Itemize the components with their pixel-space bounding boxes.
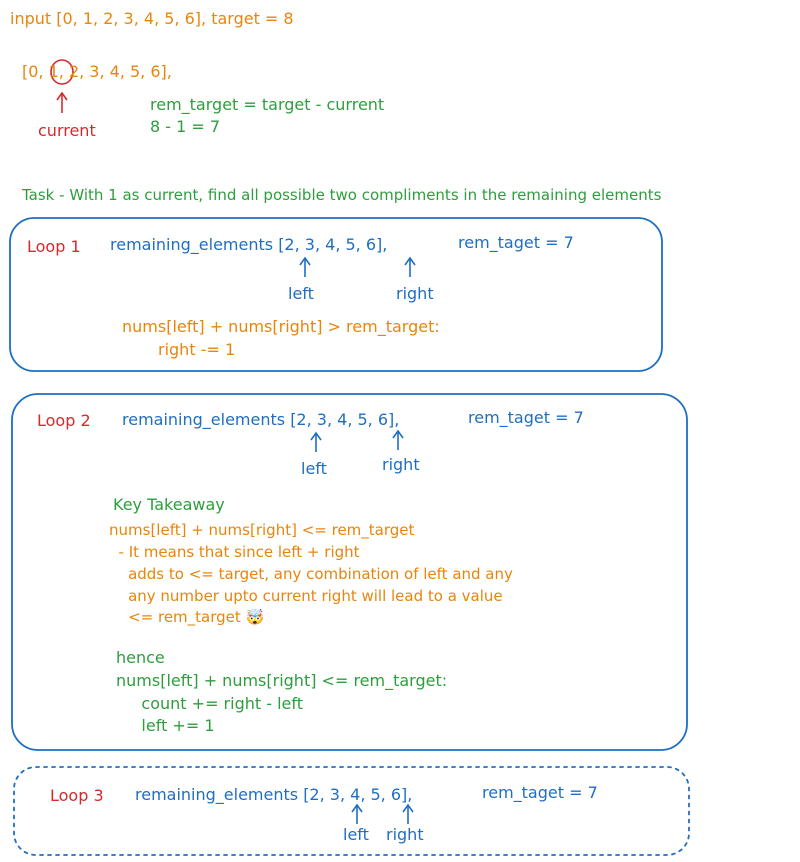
loop3-left-arrow (351, 803, 363, 824)
loop3-box (13, 766, 690, 856)
array-open: [0, (22, 62, 49, 81)
current-arrow (56, 91, 68, 113)
formula: rem_target = target - current (150, 95, 385, 114)
array-rest: 2, 3, 4, 5, 6], (63, 62, 172, 81)
loop1-elements: remaining_elements [2, 3, 4, 5, 6], (110, 235, 388, 254)
loop1-box (9, 217, 663, 372)
loop2-left-label: left (301, 459, 327, 478)
loop2-right-label: right (382, 455, 420, 474)
takeaway-line: <= rem_target 🤯 (109, 608, 265, 626)
loop2-box (11, 393, 688, 751)
loop3-rem: rem_taget = 7 (482, 783, 598, 802)
loop3-elements: remaining_elements [2, 3, 4, 5, 6], (135, 785, 413, 804)
current-label: current (38, 121, 96, 140)
loop2-elements: remaining_elements [2, 3, 4, 5, 6], (122, 410, 400, 429)
loop1-right-label: right (396, 284, 434, 303)
array-line: [0, 1, 2, 3, 4, 5, 6], (22, 62, 172, 82)
loop2-rem: rem_taget = 7 (468, 408, 584, 427)
input-line: input [0, 1, 2, 3, 4, 5, 6], target = 8 (10, 9, 294, 28)
loop1-label: Loop 1 (27, 237, 81, 256)
current-circle (50, 59, 74, 85)
loop3-right-label: right (386, 825, 424, 844)
loop1-left-label: left (288, 284, 314, 303)
code-line: left += 1 (116, 716, 215, 735)
loop3-right-arrow (402, 803, 414, 824)
loop2-left-arrow (310, 431, 322, 452)
takeaway-line: - It means that since left + right (109, 543, 360, 561)
takeaway-line: any number upto current right will lead … (109, 587, 503, 605)
loop3-label: Loop 3 (50, 786, 104, 805)
takeaway-title: Key Takeaway (113, 495, 225, 514)
loop2-label: Loop 2 (37, 411, 91, 430)
hence-label: hence (116, 648, 165, 667)
loop1-rem: rem_taget = 7 (458, 233, 574, 252)
code-line: count += right - left (116, 694, 304, 713)
loop1-action: right -= 1 (158, 340, 236, 359)
takeaway-line: nums[left] + nums[right] <= rem_target (109, 521, 415, 539)
loop2-right-arrow (392, 429, 404, 450)
code-line: nums[left] + nums[right] <= rem_target: (116, 671, 448, 690)
loop1-cond: nums[left] + nums[right] > rem_target: (122, 317, 440, 336)
takeaway-line: adds to <= target, any combination of le… (109, 565, 513, 583)
calc: 8 - 1 = 7 (150, 117, 221, 136)
loop3-left-label: left (343, 825, 369, 844)
array-circled: 1, (48, 62, 64, 81)
loop1-left-arrow (299, 256, 311, 277)
loop1-right-arrow (404, 256, 416, 277)
task-text: Task - With 1 as current, find all possi… (22, 186, 662, 204)
